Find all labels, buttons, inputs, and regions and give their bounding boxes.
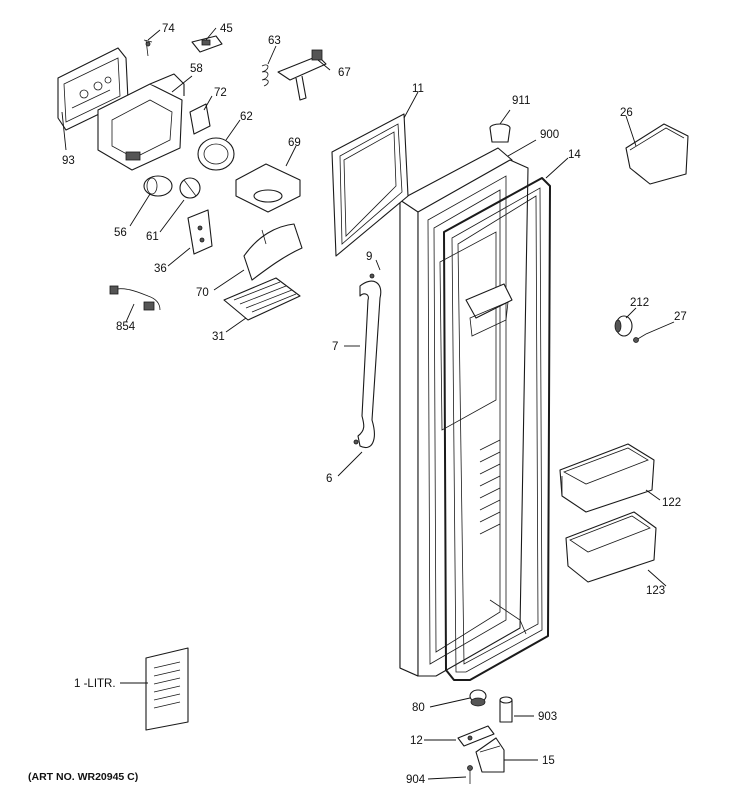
wire-harness [109, 285, 161, 311]
callout-74: 74 [162, 23, 175, 35]
callout-45: 45 [220, 23, 233, 35]
callout-26: 26 [620, 107, 633, 119]
dispenser-control-panel [57, 47, 129, 131]
callout-80: 80 [412, 702, 425, 714]
hinge-15 [475, 737, 505, 773]
fresh-food-door [399, 147, 529, 677]
shelf-button-212 [614, 315, 633, 337]
art-number: (ART NO. WR20945 C) [28, 771, 138, 783]
callout-904: 904 [406, 774, 426, 786]
callout-854: 854 [116, 321, 136, 333]
callout-1-litr: 1 -LITR. [74, 678, 116, 690]
callout-36: 36 [154, 263, 167, 275]
callout-11: 11 [412, 83, 424, 95]
door-bin-26 [625, 123, 689, 185]
callout-93: 93 [62, 155, 75, 167]
lever-bracket [187, 209, 213, 255]
callout-61: 61 [146, 231, 159, 243]
callout-911: 911 [512, 95, 530, 107]
hinge-plate-12 [457, 725, 495, 747]
callout-122: 122 [662, 497, 681, 509]
callout-labels: 74 45 63 67 58 72 62 11 911 900 14 26 69… [62, 23, 687, 786]
callout-9: 9 [366, 251, 372, 263]
callout-6: 6 [326, 473, 332, 485]
door-bin-123 [565, 511, 657, 583]
ice-chute [243, 223, 303, 281]
screw-27 [633, 333, 647, 343]
callout-62: 62 [240, 111, 253, 123]
callout-900: 900 [540, 129, 559, 141]
callout-14: 14 [568, 149, 581, 161]
literature-packet [145, 647, 189, 731]
dispenser-bushing [489, 123, 511, 143]
micro-switch [189, 103, 211, 135]
callout-27: 27 [674, 311, 687, 323]
callout-56: 56 [114, 227, 127, 239]
callout-72: 72 [214, 87, 227, 99]
callout-58: 58 [190, 63, 203, 75]
spring [261, 64, 269, 87]
callout-69: 69 [288, 137, 301, 149]
actuator [179, 177, 201, 199]
callout-123: 123 [646, 585, 665, 597]
callout-15: 15 [542, 755, 555, 767]
callout-63: 63 [268, 35, 281, 47]
door-handle [353, 273, 382, 448]
door-gasket [443, 177, 551, 681]
callout-903: 903 [538, 711, 557, 723]
callout-7: 7 [332, 341, 338, 353]
auger-motor-housing [235, 163, 301, 213]
duct-ring [197, 137, 235, 171]
drip-tray-grille [223, 277, 301, 321]
dispenser-frame [331, 113, 409, 257]
callout-212: 212 [630, 297, 649, 309]
dispenser-housing [97, 73, 185, 171]
wire-clip [143, 39, 153, 57]
door-bin-122 [559, 443, 655, 513]
screw-904 [467, 765, 473, 784]
hinge-pin-903 [499, 696, 513, 723]
knob [143, 175, 173, 197]
solenoid-bracket [277, 49, 327, 101]
callout-67: 67 [338, 67, 351, 79]
leader-lines [61, 27, 675, 780]
hinge-bushing-80 [469, 689, 487, 707]
callout-31: 31 [212, 331, 225, 343]
callout-70: 70 [196, 287, 209, 299]
callout-12: 12 [410, 735, 423, 747]
